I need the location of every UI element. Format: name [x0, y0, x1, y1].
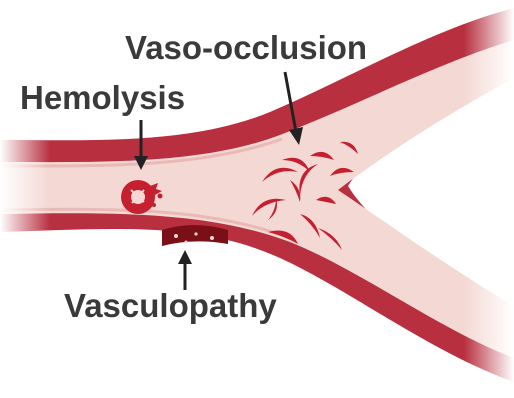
label-vasculopathy: Vasculopathy [64, 289, 277, 322]
label-hemolysis: Hemolysis [20, 81, 185, 114]
label-vaso-occlusion: Vaso-occlusion [125, 31, 367, 64]
right-fade [464, 0, 514, 398]
left-fade [0, 0, 50, 398]
vessel-wall-plaque [162, 225, 228, 246]
arrow-vasculopathy [178, 250, 192, 290]
